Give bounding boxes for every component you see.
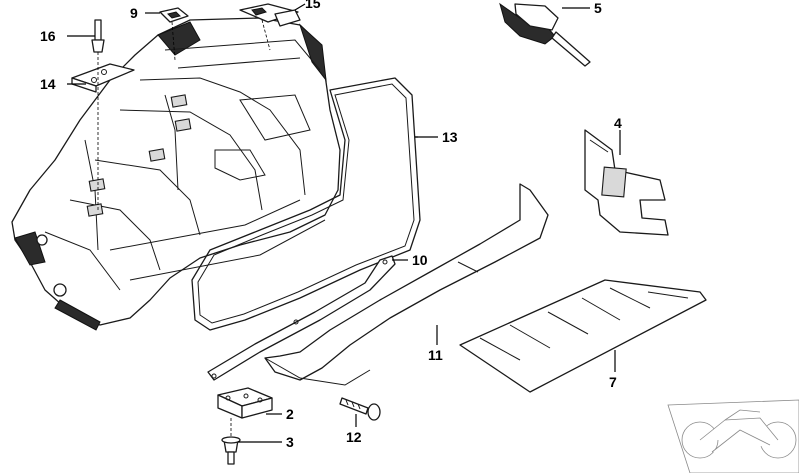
callout-15: 15	[305, 0, 321, 11]
callout-7: 7	[609, 374, 617, 390]
bracket-4	[584, 129, 669, 236]
bracket-15	[239, 3, 301, 27]
callouts: 16 9 15 5 14 13 4 10 11 7 2 12 3	[40, 0, 622, 450]
seal	[191, 77, 421, 331]
callout-16: 16	[40, 28, 56, 44]
pin	[91, 19, 105, 53]
clip-9	[159, 7, 189, 23]
callout-4: 4	[614, 115, 622, 131]
lock-5	[499, 2, 591, 67]
callout-2: 2	[286, 406, 294, 422]
callout-14: 14	[40, 76, 56, 92]
callout-9: 9	[130, 5, 138, 21]
callout-12: 12	[346, 429, 362, 445]
callout-11: 11	[428, 347, 443, 363]
callout-13: 13	[442, 129, 458, 145]
callout-5: 5	[594, 0, 602, 16]
trim-11	[264, 183, 549, 386]
screw-12	[339, 397, 381, 421]
callout-10: 10	[412, 252, 428, 268]
plate-14	[71, 63, 135, 93]
hinge-2	[217, 387, 273, 419]
motorcycle-thumbnail	[667, 399, 799, 473]
grommet-3	[221, 436, 241, 465]
case-body	[11, 17, 341, 331]
callout-3: 3	[286, 434, 294, 450]
mat-7	[459, 279, 707, 393]
strap-10	[207, 255, 396, 381]
leader-lines	[67, 3, 621, 443]
